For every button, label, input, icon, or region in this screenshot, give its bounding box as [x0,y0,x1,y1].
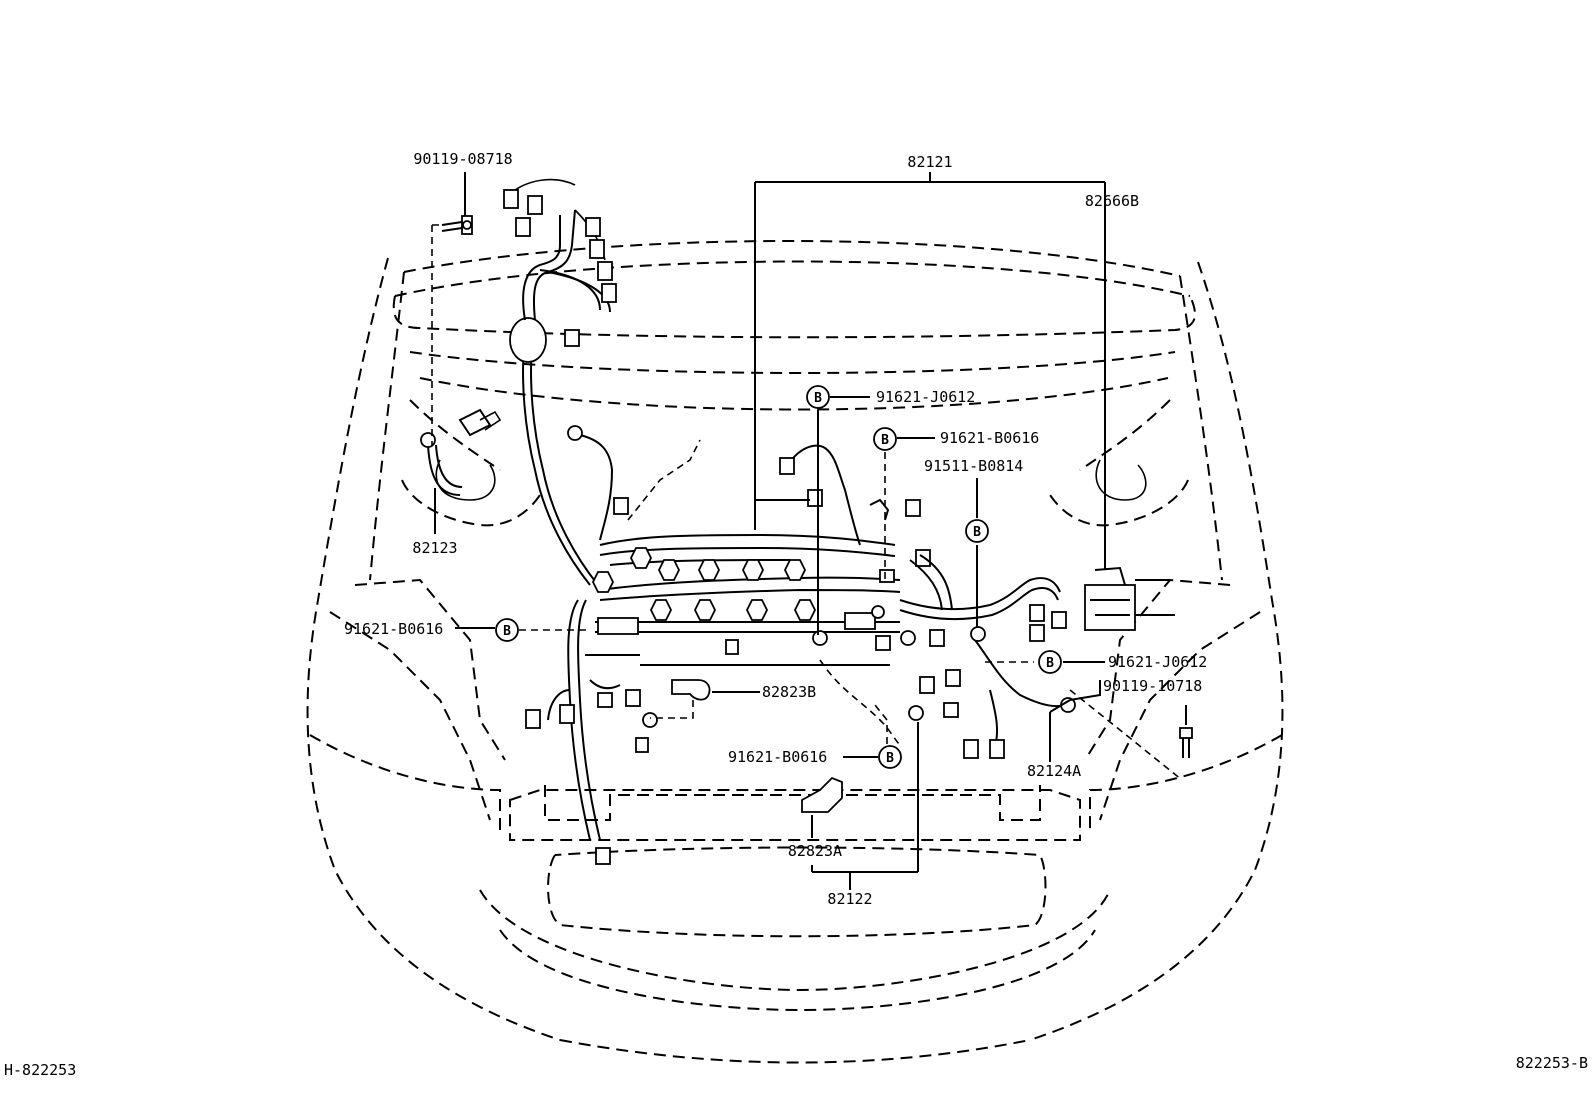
callout-b-icon: B [878,745,902,769]
callout-b-label: B [886,751,894,766]
part-label-82122: 82122 [827,890,872,908]
leader-lines [431,172,1187,890]
part-label-82123: 82123 [412,539,457,557]
figure-code-right: 822253-B [1516,1054,1588,1072]
vehicle-body-outline [306,239,1284,1064]
callout-b-label: B [1046,656,1054,671]
callout-b-label: B [814,391,822,406]
bolt-90119-10718-icon [1179,727,1193,758]
callout-b-icon: B [806,385,830,409]
part-label-82823A: 82823A [788,842,842,860]
part-label-91511-B0814: 91511-B0814 [924,457,1023,475]
part-label-91621-J0612-right: 91621-J0612 [1108,653,1207,671]
part-label-82121: 82121 [907,153,952,171]
grommet-icon [509,317,547,363]
callout-b-label: B [973,525,981,540]
callout-b-icon: B [1038,650,1062,674]
callout-badges: B B B B B B [495,385,1062,769]
injector-connectors [591,547,817,621]
engine-wire-harness [420,178,1193,865]
callout-b-icon: B [495,618,519,642]
part-label-82124A: 82124A [1027,762,1081,780]
part-82823B-icon [671,679,711,701]
relay-block [1084,566,1175,631]
part-82823A-icon [801,776,843,813]
part-label-91621-B0616-top: 91621-B0616 [940,429,1039,447]
part-label-82666B: 82666B [1085,192,1139,210]
part-label-82823B: 82823B [762,683,816,701]
callout-b-label: B [881,433,889,448]
part-label-91621-B0616-left: 91621-B0616 [344,620,443,638]
figure-code-left: H-822253 [4,1061,76,1079]
part-label-90119-08718: 90119-08718 [413,150,512,168]
part-label-90119-10718: 90119-10718 [1103,677,1202,695]
callout-b-icon: B [873,427,897,451]
connector-cluster-top [503,189,617,347]
part-label-91621-J0612-top: 91621-J0612 [876,388,975,406]
part-labels: 82121 82666B 90119-08718 82123 91621-J06… [344,150,1207,908]
bolt-90119-08718-icon [441,215,473,235]
callout-b-label: B [503,624,511,639]
part-label-91621-B0616-bottom: 91621-B0616 [728,748,827,766]
callout-b-icon: B [965,519,989,543]
